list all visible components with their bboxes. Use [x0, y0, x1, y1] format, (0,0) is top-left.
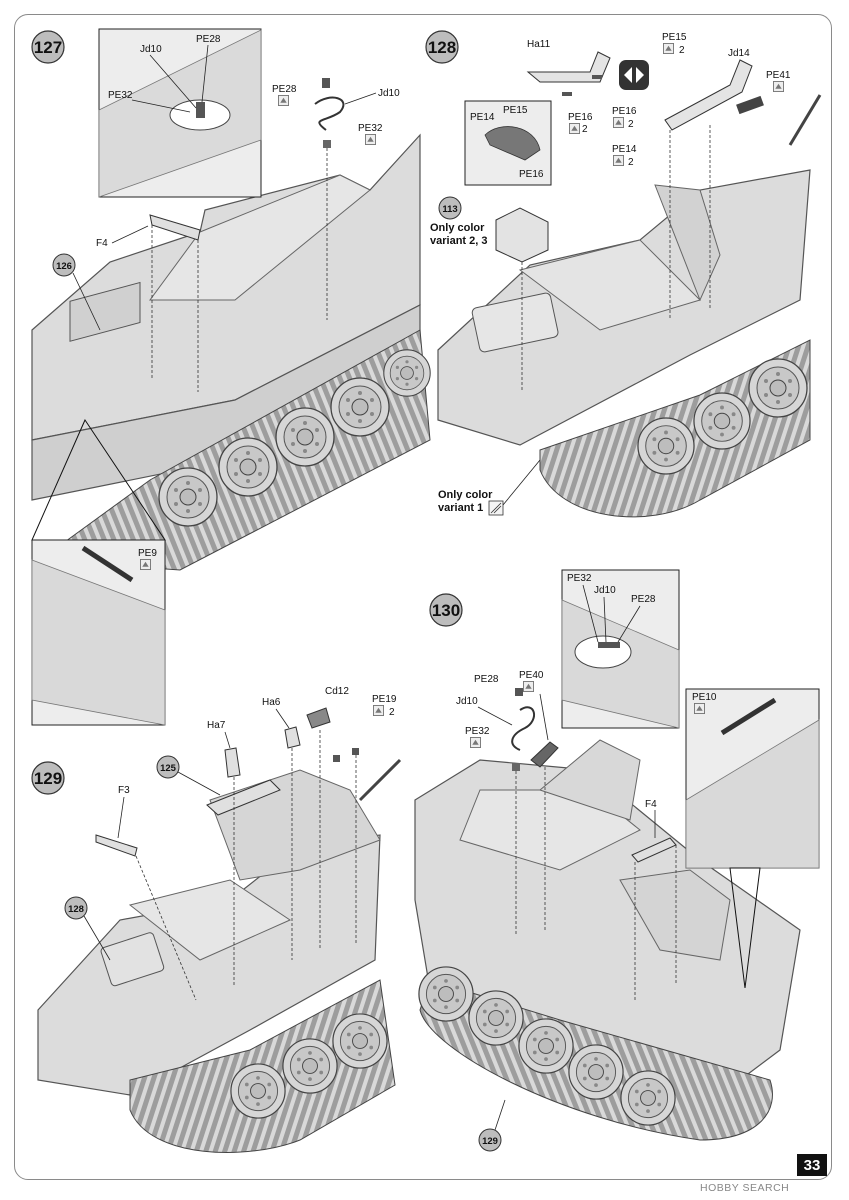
- part-Ha11: [526, 51, 611, 83]
- label-inset-PE16: PE16: [519, 169, 544, 180]
- label-Jd10: Jd10: [140, 44, 162, 55]
- ref-badge: [64, 896, 88, 920]
- step-number-badge: [425, 30, 459, 64]
- label-Jd10-b: Jd10: [378, 88, 400, 99]
- variant-note-line1: Only color: [430, 222, 485, 234]
- label-PE32-b: PE32: [465, 726, 490, 737]
- ref-step-number: 125: [160, 763, 177, 774]
- multiplier-x2: 2: [679, 45, 685, 56]
- ref-badge: [438, 196, 462, 220]
- part-PE41: [736, 95, 764, 115]
- variant-note-line1: Only color: [438, 489, 493, 501]
- step-number: 128: [428, 38, 456, 57]
- label-Ha7: Ha7: [207, 720, 226, 731]
- ref-badge: [52, 253, 76, 277]
- label-PE32-b: PE32: [358, 123, 383, 134]
- label-inset-PE14: PE14: [470, 112, 495, 123]
- label-PE32: PE32: [567, 573, 592, 584]
- watermark: HOBBY SEARCH: [700, 1182, 790, 1194]
- label-Jd10-b: Jd10: [456, 696, 478, 707]
- label-PE14: PE14: [612, 144, 637, 155]
- label-PE41: PE41: [766, 70, 791, 81]
- part-Cd12: [306, 707, 331, 729]
- label-PE9: PE9: [138, 548, 157, 559]
- part-Ha6: [284, 726, 301, 749]
- label-F3: F3: [118, 785, 130, 796]
- part-PE32: [512, 763, 520, 771]
- ref-badge: [478, 1128, 502, 1152]
- label-Ha11: Ha11: [527, 39, 551, 50]
- multiplier-x2: 2: [628, 157, 634, 168]
- variant-note-line2: variant 2, 3: [430, 235, 487, 247]
- part-PE28: [322, 78, 330, 88]
- step-number-badge: [31, 30, 65, 64]
- label-PE16-b: PE16: [612, 106, 637, 117]
- step-number-badge: [429, 593, 463, 627]
- multiplier-x2: 2: [582, 124, 588, 135]
- part-PE10: [720, 697, 777, 736]
- part-F4: [149, 214, 201, 241]
- variant-note-line2: variant 1: [438, 502, 483, 514]
- label-F4: F4: [645, 799, 657, 810]
- part-Ha7: [224, 747, 241, 778]
- ref-step-number: 113: [442, 204, 457, 215]
- ref-badge: [156, 755, 180, 779]
- part-PE40: [530, 741, 559, 768]
- label-PE10: PE10: [692, 692, 717, 703]
- part-assembly-125: [206, 779, 281, 816]
- label-PE28: PE28: [196, 34, 221, 45]
- label-F4: F4: [96, 238, 108, 249]
- ref-step-number: 129: [482, 1136, 498, 1147]
- multiplier-x2: 2: [389, 707, 395, 718]
- symmetry-icon: [619, 60, 649, 90]
- step-number: 129: [34, 769, 62, 788]
- multiplier-x2: 2: [628, 119, 634, 130]
- ref-step-number: 128: [68, 904, 84, 915]
- part-Jd10: [314, 96, 345, 131]
- step-number-badge: [31, 761, 65, 795]
- part-PE9: [81, 545, 134, 583]
- label-Jd10: Jd10: [594, 585, 616, 596]
- label-PE40: PE40: [519, 670, 544, 681]
- label-PE28-b: PE28: [474, 674, 499, 685]
- part-PE32: [323, 140, 331, 148]
- part-Jd14: [664, 59, 753, 131]
- part-assembly-113: [495, 207, 549, 263]
- step-number: 127: [34, 38, 62, 57]
- label-Jd14: Jd14: [728, 48, 750, 59]
- page-border: [14, 14, 832, 1180]
- label-PE15: PE15: [662, 32, 687, 43]
- label-Cd12: Cd12: [325, 686, 349, 697]
- label-PE16: PE16: [568, 112, 593, 123]
- label-PE28: PE28: [631, 594, 656, 605]
- label-PE28-b: PE28: [272, 84, 297, 95]
- step-128: 128 Ha11 PE16 2 PE15 2 Jd14 PE41 PE16 2 …: [425, 30, 822, 518]
- part-PE28: [515, 688, 523, 696]
- label-PE19: PE19: [372, 694, 397, 705]
- step-130: 130 129 PE32 Jd10 PE28 PE28 Jd10 PE32: [414, 569, 820, 1152]
- part-F3: [95, 834, 138, 857]
- step-number: 130: [432, 601, 460, 620]
- part-Jd10: [511, 706, 535, 751]
- label-inset-PE15: PE15: [503, 105, 528, 116]
- label-PE32: PE32: [108, 90, 133, 101]
- label-Ha6: Ha6: [262, 697, 281, 708]
- step-129: 129 125 128 F3 Ha7 Ha6 Cd12 PE19 2: [31, 686, 402, 1153]
- page-number: 33: [797, 1154, 827, 1176]
- ref-step-number: 126: [56, 261, 72, 272]
- step-127: 127 126 F4 Jd10 PE28 PE32: [31, 28, 431, 726]
